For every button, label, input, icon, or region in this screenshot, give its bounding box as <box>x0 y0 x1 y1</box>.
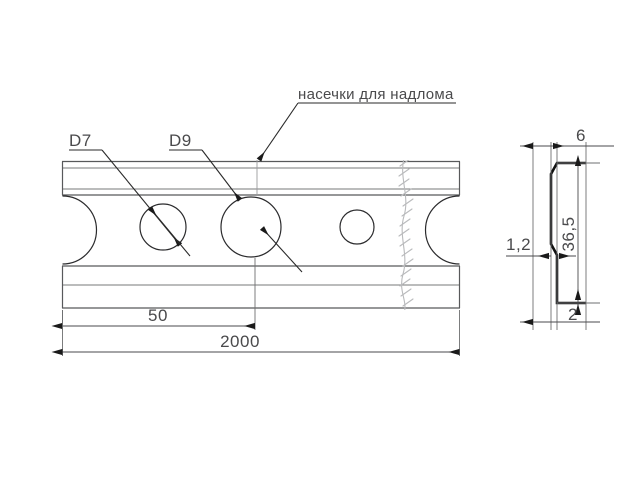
leader-d9-line <box>201 149 243 202</box>
leader-d7-line-back <box>147 206 191 257</box>
rail-right-half-slot <box>424 195 460 265</box>
dim-value-1-2: 1,2 <box>506 235 531 254</box>
leader-d9 <box>169 149 303 273</box>
label-d7: D7 <box>69 131 92 150</box>
label-d9: D9 <box>169 131 192 150</box>
dimension-2000 <box>51 310 460 356</box>
dimension-2 <box>520 300 600 326</box>
break-line-group <box>398 160 414 310</box>
note-naserchki: насечки для надлома <box>298 86 454 103</box>
note-leader-line <box>256 102 299 162</box>
break-line-hatching <box>398 160 414 307</box>
section-view: 6 36,5 1,2 2 <box>506 126 614 330</box>
break-line-path <box>401 160 407 310</box>
dim-value-6: 6 <box>576 126 586 145</box>
hole-d9-large <box>220 196 282 258</box>
dim-value-36-5: 36,5 <box>559 216 578 251</box>
hole-small-right <box>339 209 375 245</box>
leader-notch-note <box>256 102 456 162</box>
dim-value-2000: 2000 <box>220 332 260 351</box>
dim-value-2: 2 <box>568 305 578 324</box>
leader-d9-line-back <box>259 226 303 273</box>
plan-view: D7 D9 насечки для надлома 50 <box>51 86 461 356</box>
dim-value-50: 50 <box>148 306 168 325</box>
rail-left-half-slot <box>62 195 98 265</box>
leader-d7 <box>69 149 191 257</box>
